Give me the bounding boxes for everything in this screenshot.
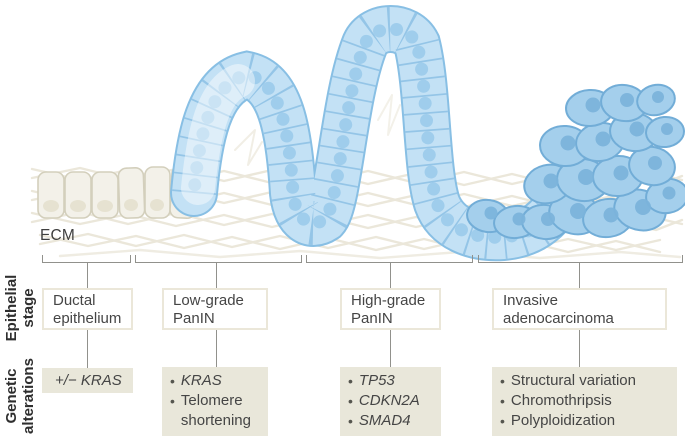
bullet-icon: •: [348, 413, 353, 429]
bullet-icon: •: [348, 373, 353, 389]
list-item: • Telomere shortening: [170, 391, 265, 431]
bracket-low-grade-panin: [135, 255, 302, 263]
bracket-ductal-epithelium: [42, 255, 131, 263]
genetic-box-low-grade-panin: • KRAS • Telomere shortening: [162, 367, 268, 436]
connector-line: [216, 263, 217, 288]
connector-line: [579, 263, 580, 288]
bullet-icon: •: [500, 373, 505, 389]
bracket-invasive-adenocarcinoma: [478, 255, 683, 263]
stage-box-low-grade-panin: Low-grade PanIN: [162, 288, 268, 330]
alteration-text: Telomere shortening: [180, 392, 251, 429]
alteration-text: Chromothripsis: [510, 392, 612, 409]
bullet-icon: •: [500, 393, 505, 409]
stage-box-ductal-epithelium: Ductal epithelium: [42, 288, 133, 330]
alteration-text: Structural variation: [510, 372, 636, 389]
bullet-icon: •: [170, 393, 175, 409]
stage-label: Low-grade PanIN: [173, 292, 244, 327]
list-item: • CDKN2A: [348, 391, 438, 411]
bracket-high-grade-panin: [306, 255, 473, 263]
side-label-genetic-alterations: Genetic alterations: [3, 348, 37, 438]
bullet-icon: •: [170, 373, 175, 389]
side-label-line: alterations: [20, 358, 37, 434]
side-label-line: Epithelial: [3, 274, 20, 342]
alteration-text: KRAS: [180, 372, 222, 389]
list-item: • Polyploidization: [500, 411, 674, 431]
list-item: • SMAD4: [348, 411, 438, 431]
genetic-box-invasive-adenocarcinoma: • Structural variation • Chromothripsis • P…: [492, 367, 677, 436]
tumor-cell-cluster: [466, 83, 685, 241]
connector-line: [579, 330, 580, 367]
connector-line: [390, 330, 391, 367]
alteration-text: SMAD4: [358, 412, 411, 429]
list-item: • Structural variation: [500, 371, 674, 391]
genetic-box-ductal-epithelium: +/− KRAS: [42, 368, 133, 393]
stage-box-high-grade-panin: High-grade PanIN: [340, 288, 441, 330]
list-item: • TP53: [348, 371, 438, 391]
alteration-text: CDKN2A: [358, 392, 420, 409]
connector-line: [216, 330, 217, 367]
stage-box-invasive-adenocarcinoma: Invasive adenocarcinoma: [492, 288, 667, 330]
ecm-label: ECM: [40, 227, 76, 244]
connector-line: [87, 330, 88, 368]
stage-label: Ductal epithelium: [53, 292, 122, 327]
side-label-epithelial-stage: Epithelial stage: [3, 263, 37, 353]
side-label-line: Genetic: [3, 368, 20, 424]
side-label-line: stage: [20, 288, 37, 328]
bullet-icon: •: [348, 393, 353, 409]
list-item: • Chromothripsis: [500, 391, 674, 411]
stage-label: High-grade PanIN: [351, 292, 426, 327]
stage-label: Invasive adenocarcinoma: [503, 292, 614, 327]
panin-epithelium-ribbon: [170, 5, 580, 262]
epithelium-illustration: [30, 5, 685, 262]
list-item: • KRAS: [170, 371, 265, 391]
alteration-text: +/− KRAS: [55, 372, 122, 389]
alteration-text: Polyploidization: [510, 412, 616, 429]
genetic-box-high-grade-panin: • TP53 • CDKN2A • SMAD4: [340, 367, 441, 436]
connector-line: [87, 263, 88, 288]
bullet-icon: •: [500, 413, 505, 429]
connector-line: [390, 263, 391, 288]
alteration-text: TP53: [358, 372, 395, 389]
